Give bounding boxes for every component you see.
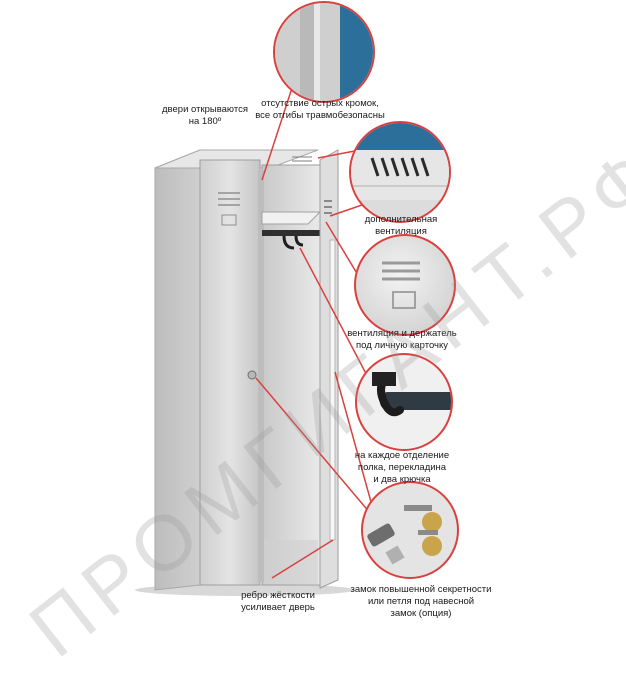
detail-circle-card-holder [354, 234, 456, 336]
detail-circle-hooks [355, 353, 453, 451]
callout-extra-ventilation: дополнительная вентиляция [364, 214, 438, 237]
door-top-vent-slots [292, 156, 312, 162]
shelf [261, 211, 322, 225]
floor-shadow [135, 584, 355, 596]
callout-lines [255, 87, 377, 579]
callout-no-sharp-edges: отсутствие острых кромок, все отгибы тра… [255, 98, 385, 121]
callout-rib-strengthens: ребро жёсткости усиливает дверь [241, 590, 315, 613]
callout-shelf-bar-hooks: на каждое отделение полка, перекладина и… [354, 450, 450, 485]
hanger-bar [262, 230, 320, 236]
left-door-vents [218, 192, 240, 226]
detail-circle-ventilation [349, 121, 451, 223]
callout-doors-180: двери открываются на 180º [162, 104, 248, 127]
door-vent-top [324, 200, 332, 214]
detail-circle-edges [273, 1, 375, 103]
callout-lock-option: замок повышенной секретности или петля п… [350, 584, 492, 619]
hook-left [282, 235, 295, 250]
detail-circle-lock [361, 481, 459, 579]
hook-right [294, 235, 304, 247]
callout-vent-and-holder: вентиляция и держатель под личную карточ… [347, 328, 457, 351]
locker-illustration [135, 1, 459, 596]
left-door-lock [247, 370, 257, 380]
compartment-divider [258, 170, 264, 582]
